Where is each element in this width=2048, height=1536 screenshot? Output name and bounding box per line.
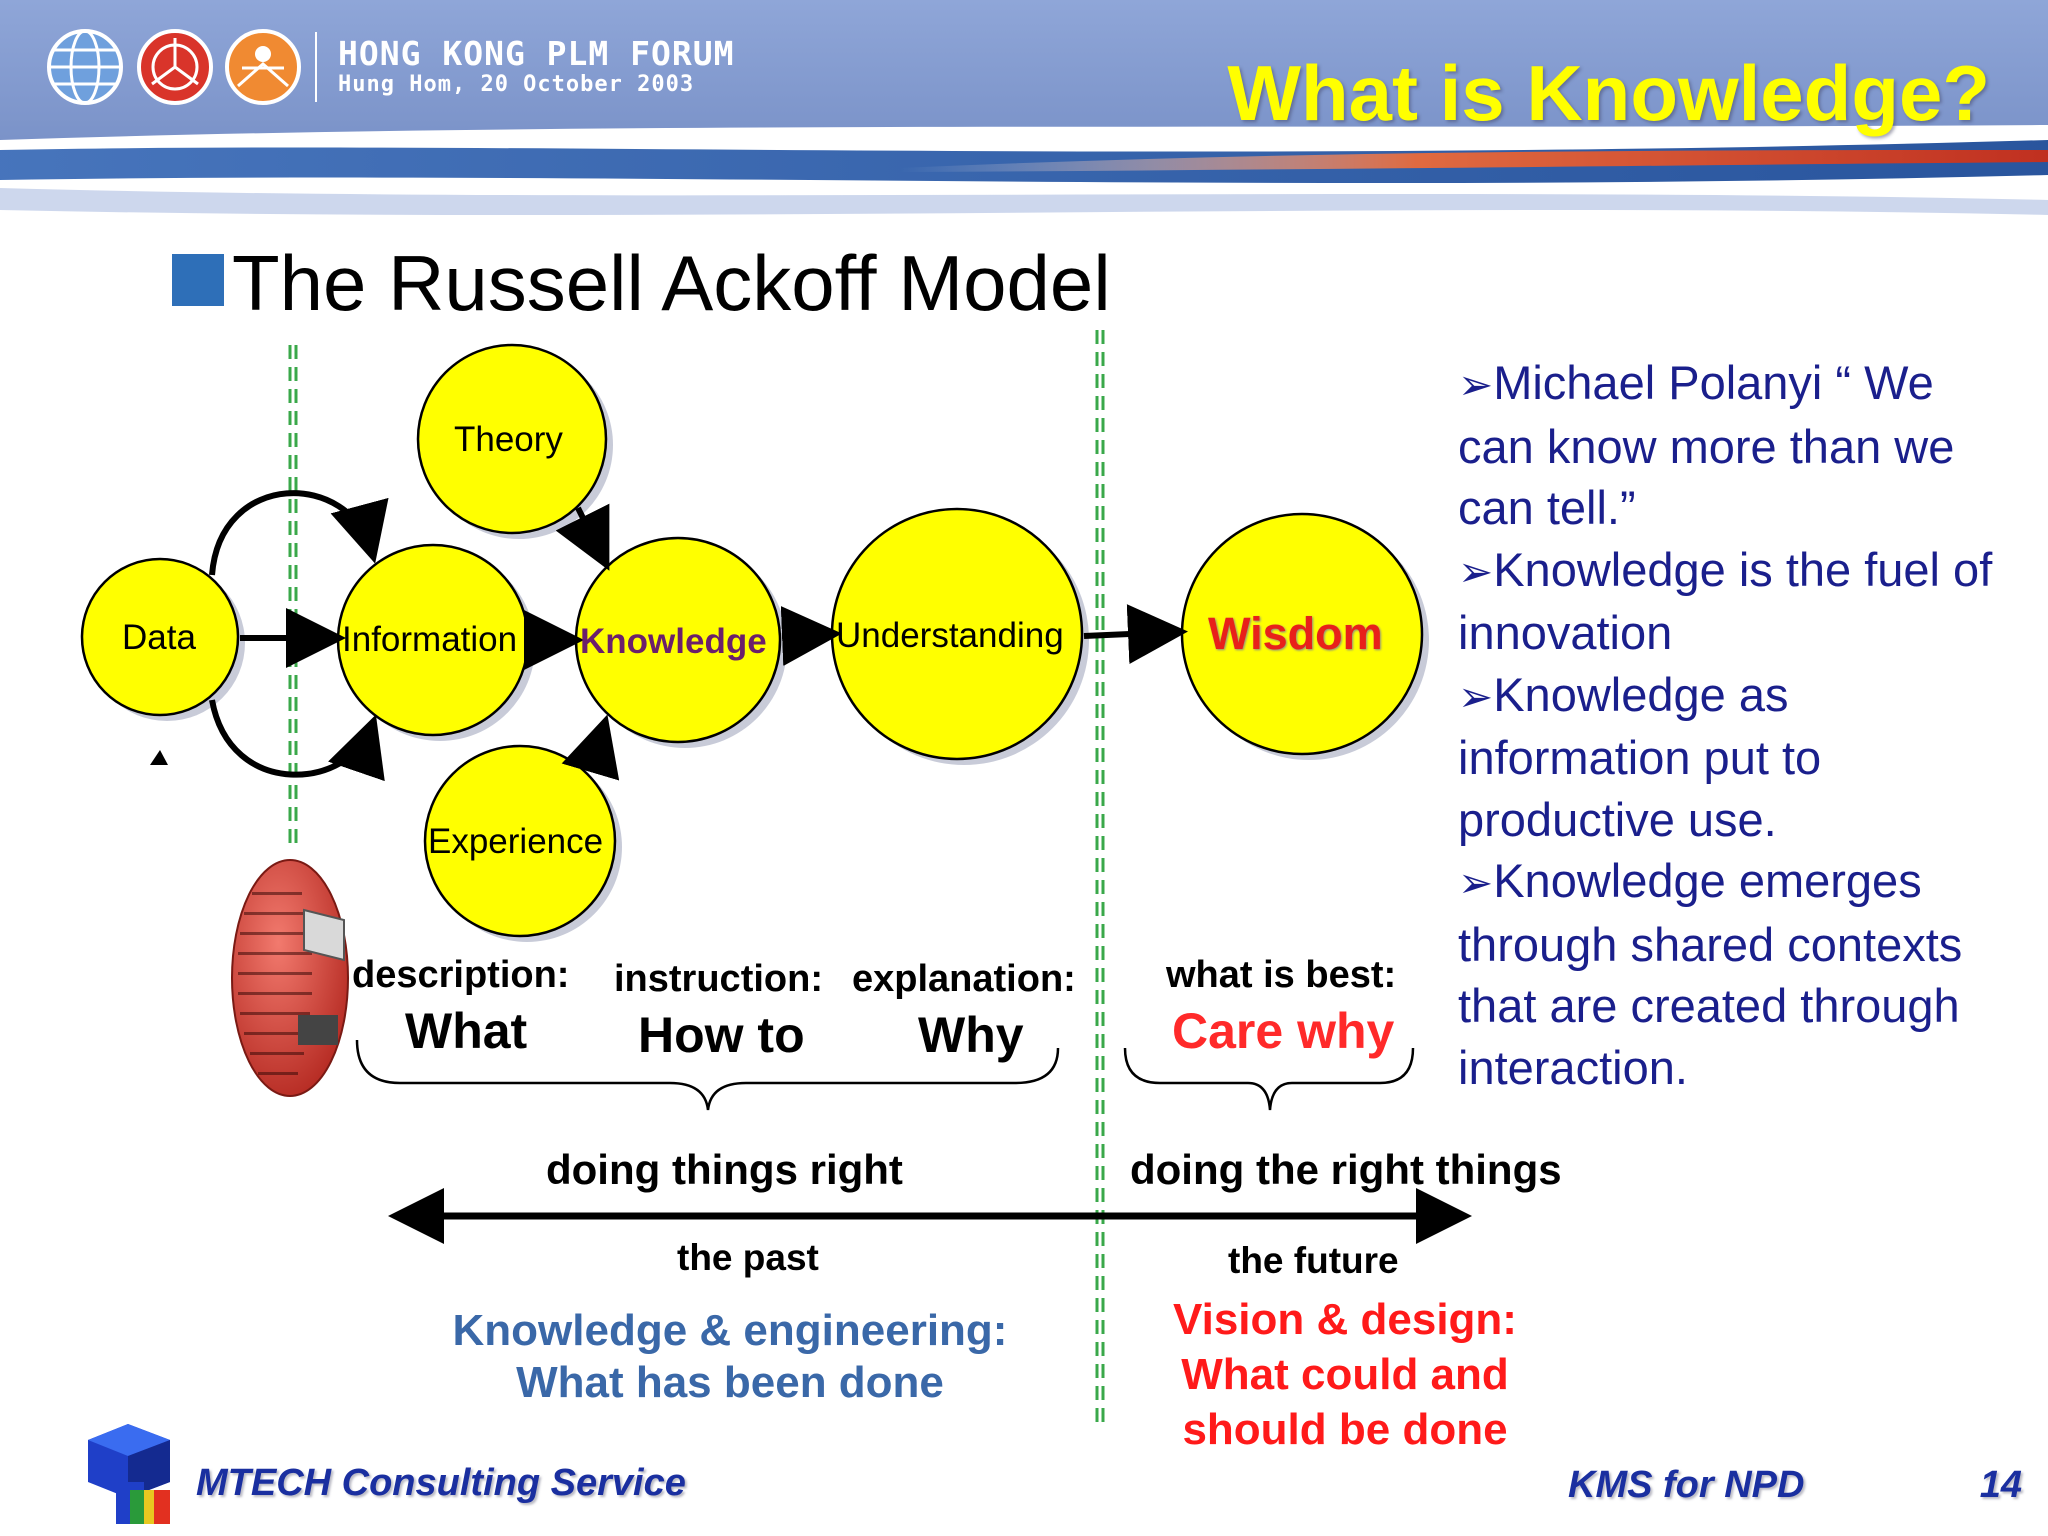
forum-logos bbox=[47, 29, 317, 105]
slide-title: What is Knowledge? bbox=[1227, 49, 1990, 137]
page-number: 14 bbox=[1979, 1464, 2022, 1506]
left-note-line2: What has been done bbox=[516, 1358, 944, 1407]
description-label: description: bbox=[352, 954, 570, 996]
theory-to-knowledge-arrow bbox=[555, 503, 610, 571]
right-note-line2: What could and bbox=[1181, 1350, 1509, 1399]
theory-node bbox=[416, 343, 613, 539]
node-label-wisdom: Wisdom bbox=[1208, 608, 1383, 659]
knowledge-node bbox=[574, 536, 787, 748]
right-brace bbox=[1123, 1047, 1415, 1111]
divider-lines bbox=[288, 330, 1105, 1430]
left-brace bbox=[355, 1039, 1060, 1111]
quote-item: ➢Knowledge is the fuel of innovation bbox=[1458, 542, 1993, 660]
globe-icon bbox=[47, 29, 123, 105]
timeline-past: the past bbox=[677, 1237, 819, 1278]
right-note-line3: should be done bbox=[1182, 1405, 1508, 1454]
quote-item: ➢Michael Polanyi “ We can know more than… bbox=[1458, 356, 1955, 534]
network-icon bbox=[137, 29, 213, 105]
right-note-line1: Vision & design: bbox=[1173, 1295, 1517, 1344]
instruction-label: instruction: bbox=[614, 958, 823, 1000]
description-value: What bbox=[405, 1003, 528, 1059]
node-label-theory: Theory bbox=[454, 420, 563, 459]
quote-item: ➢Knowledge emerges through shared contex… bbox=[1458, 854, 1963, 1094]
data-loop-bottom-arrow bbox=[209, 699, 385, 782]
node-label-information: Information bbox=[342, 620, 518, 659]
timeline-right-phrase: doing the right things bbox=[1130, 1146, 1562, 1193]
arrow-bullet-icon: ➢ bbox=[1458, 546, 1494, 596]
forum-subtitle: Hung Hom, 20 October 2003 bbox=[338, 72, 695, 97]
data-node bbox=[80, 557, 245, 721]
best-label: what is best: bbox=[1166, 954, 1397, 996]
information-node bbox=[336, 543, 535, 741]
bullet-square-icon bbox=[172, 254, 224, 306]
knowledge-to-understanding-arrow bbox=[780, 606, 842, 666]
binary-globe-icon bbox=[231, 859, 349, 1097]
node-circles bbox=[80, 343, 1429, 942]
mtech-logo-icon bbox=[88, 1424, 170, 1524]
data-loop-top-arrow bbox=[209, 490, 389, 576]
quotes-list: ➢Michael Polanyi “ We can know more than… bbox=[1458, 352, 2018, 1098]
timeline-future: the future bbox=[1228, 1240, 1399, 1281]
node-label-data: Data bbox=[122, 618, 196, 657]
explanation-value: Why bbox=[918, 1007, 1024, 1063]
forum-title: HONG KONG PLM FORUM bbox=[338, 34, 735, 73]
instruction-value: How to bbox=[638, 1007, 805, 1063]
section-subtitle: The Russell Ackoff Model bbox=[232, 239, 1111, 327]
arrow-bullet-icon: ➢ bbox=[1458, 360, 1494, 409]
experience-node bbox=[423, 744, 622, 942]
node-label-knowledge: Knowledge bbox=[580, 622, 767, 661]
experience-to-knowledge-arrow bbox=[561, 714, 620, 781]
triangle-icon bbox=[150, 750, 168, 765]
understanding-to-wisdom-arrow bbox=[1083, 604, 1188, 665]
right-note: Vision & design: What could and should b… bbox=[1130, 1292, 1560, 1457]
quote-item: ➢Knowledge as information put to product… bbox=[1458, 667, 1822, 846]
explanation-label: explanation: bbox=[852, 958, 1076, 1000]
arrow-bullet-icon: ➢ bbox=[1458, 858, 1494, 907]
left-note: Knowledge & engineering: What has been d… bbox=[420, 1306, 1040, 1408]
header-background bbox=[0, 0, 2048, 260]
understanding-node bbox=[830, 507, 1089, 765]
timeline-left-phrase: doing things right bbox=[546, 1146, 903, 1193]
arrow-bullet-icon: ➢ bbox=[1458, 671, 1494, 721]
footer-company: MTECH Consulting Service bbox=[196, 1462, 686, 1504]
node-label-understanding: Understanding bbox=[836, 616, 1064, 655]
sun-person-icon bbox=[225, 29, 301, 105]
best-value: Care why bbox=[1172, 1003, 1395, 1059]
footer-course: KMS for NPD bbox=[1568, 1464, 1805, 1506]
left-note-line1: Knowledge & engineering: bbox=[452, 1306, 1008, 1355]
flow-arrows bbox=[209, 490, 1188, 782]
wisdom-node bbox=[1180, 512, 1429, 760]
node-label-experience: Experience bbox=[428, 822, 604, 861]
